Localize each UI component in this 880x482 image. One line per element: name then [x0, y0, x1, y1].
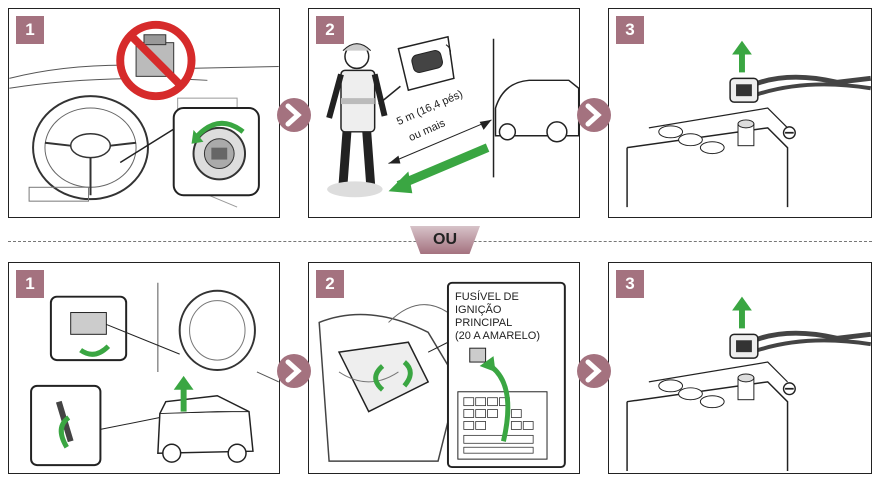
- next-step-arrow-icon: [277, 354, 311, 388]
- person-walking-away-illustration: [309, 9, 579, 217]
- top-step1-panel: 1: [8, 8, 280, 218]
- bottom-step3-panel: 3 ⊖: [608, 262, 872, 474]
- step-number-badge: 1: [16, 270, 44, 298]
- step-number-badge: 1: [16, 16, 44, 44]
- negative-terminal-symbol: ⊖: [781, 379, 798, 399]
- ignition-key-inset: [9, 9, 279, 217]
- step-number-badge: 3: [616, 270, 644, 298]
- step-number-badge: 2: [316, 270, 344, 298]
- next-step-arrow-icon: [277, 98, 311, 132]
- battery-terminal-illustration: [609, 263, 871, 473]
- top-step2-panel: 2 5 m (16,4 pés) ou mais: [308, 8, 580, 218]
- hood-release-illustration: [9, 263, 279, 473]
- or-label: OU: [410, 226, 480, 254]
- negative-terminal-symbol: ⊖: [781, 123, 798, 143]
- next-step-arrow-icon: [577, 354, 611, 388]
- top-step3-panel: 3 ⊖: [608, 8, 872, 218]
- fuse-label: FUSÍVEL DE IGNIÇÃO PRINCIPAL (20 A AMARE…: [455, 291, 573, 343]
- bottom-step2-panel: 2 FUSÍVEL DE IGNIÇÃO PRINCIPAL (20 A AMA…: [308, 262, 580, 474]
- step-number-badge: 3: [616, 16, 644, 44]
- next-step-arrow-icon: [577, 98, 611, 132]
- step-number-badge: 2: [316, 16, 344, 44]
- bottom-step1-panel: 1: [8, 262, 280, 474]
- battery-terminal-illustration: [609, 9, 871, 217]
